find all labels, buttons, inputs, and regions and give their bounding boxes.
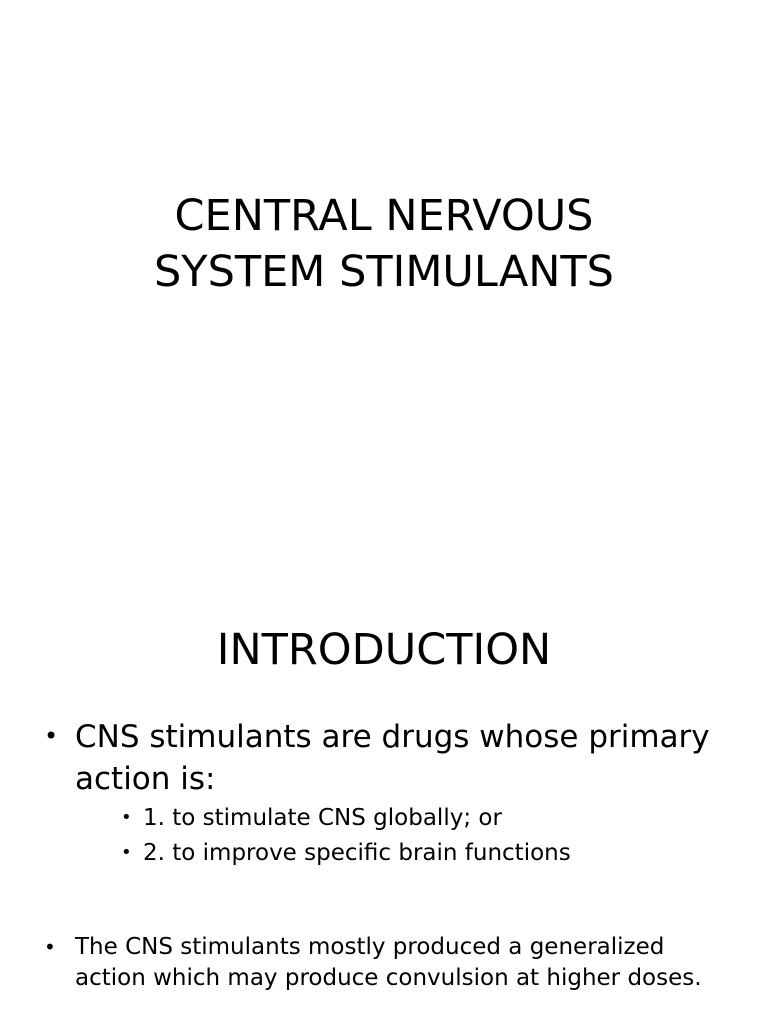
bullet-point-icon: •	[121, 842, 132, 863]
bullet-point-icon: •	[121, 807, 132, 828]
slide-title-line-2: SYSTEM STIMULANTS	[154, 247, 614, 297]
bullet-point-icon: •	[44, 722, 59, 750]
bullet-text: CNS stimulants are drugs whose primary a…	[75, 719, 710, 797]
slide-heading: INTRODUCTION	[216, 625, 552, 675]
sub-bullet-text: 1. to stimulate CNS globally; or	[143, 805, 502, 831]
bullet-point-icon: •	[44, 935, 56, 959]
bullet-text: The CNS stimulants mostly produced a gen…	[75, 934, 702, 991]
slide-title-line-1: CENTRAL NERVOUS	[174, 191, 594, 241]
title-slide: CENTRAL NERVOUS SYSTEM STIMULANTS	[0, 188, 768, 300]
slide-title: CENTRAL NERVOUS SYSTEM STIMULANTS	[0, 188, 768, 300]
sub-bullet-text: 2. to improve specific brain functions	[143, 840, 571, 866]
introduction-slide: INTRODUCTION • CNS stimulants are drugs …	[0, 576, 768, 1024]
